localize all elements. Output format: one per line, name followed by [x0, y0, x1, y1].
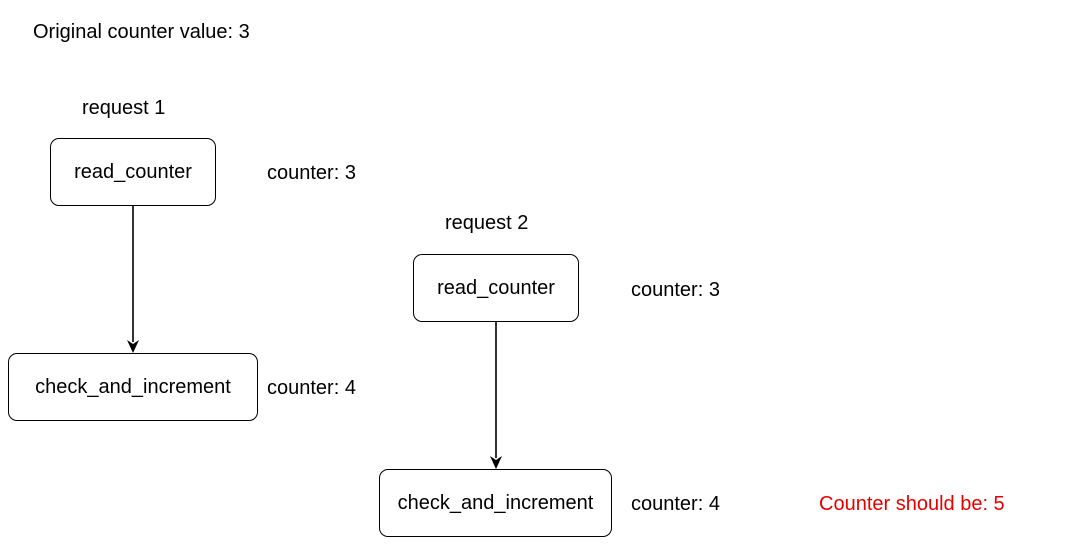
request-1-arrow — [127, 206, 139, 353]
request-1-increment-counter-value: counter: 4 — [267, 377, 356, 399]
request-2-check-and-increment-node: check_and_increment — [379, 469, 612, 537]
request-1-read-counter-value: counter: 3 — [267, 162, 356, 184]
request-2-increment-counter-value: counter: 4 — [631, 493, 720, 515]
request-1-check-and-increment-node: check_and_increment — [8, 353, 258, 421]
request-2-title: request 2 — [445, 212, 529, 234]
original-counter-label: Original counter value: 3 — [33, 21, 250, 43]
request-1-read-counter-node: read_counter — [50, 138, 216, 206]
request-2-arrow — [490, 322, 502, 469]
expected-counter-note: Counter should be: 5 — [819, 493, 1005, 515]
request-2-read-counter-value: counter: 3 — [631, 279, 720, 301]
request-1-title: request 1 — [82, 97, 166, 119]
request-2-read-counter-node: read_counter — [413, 254, 579, 322]
